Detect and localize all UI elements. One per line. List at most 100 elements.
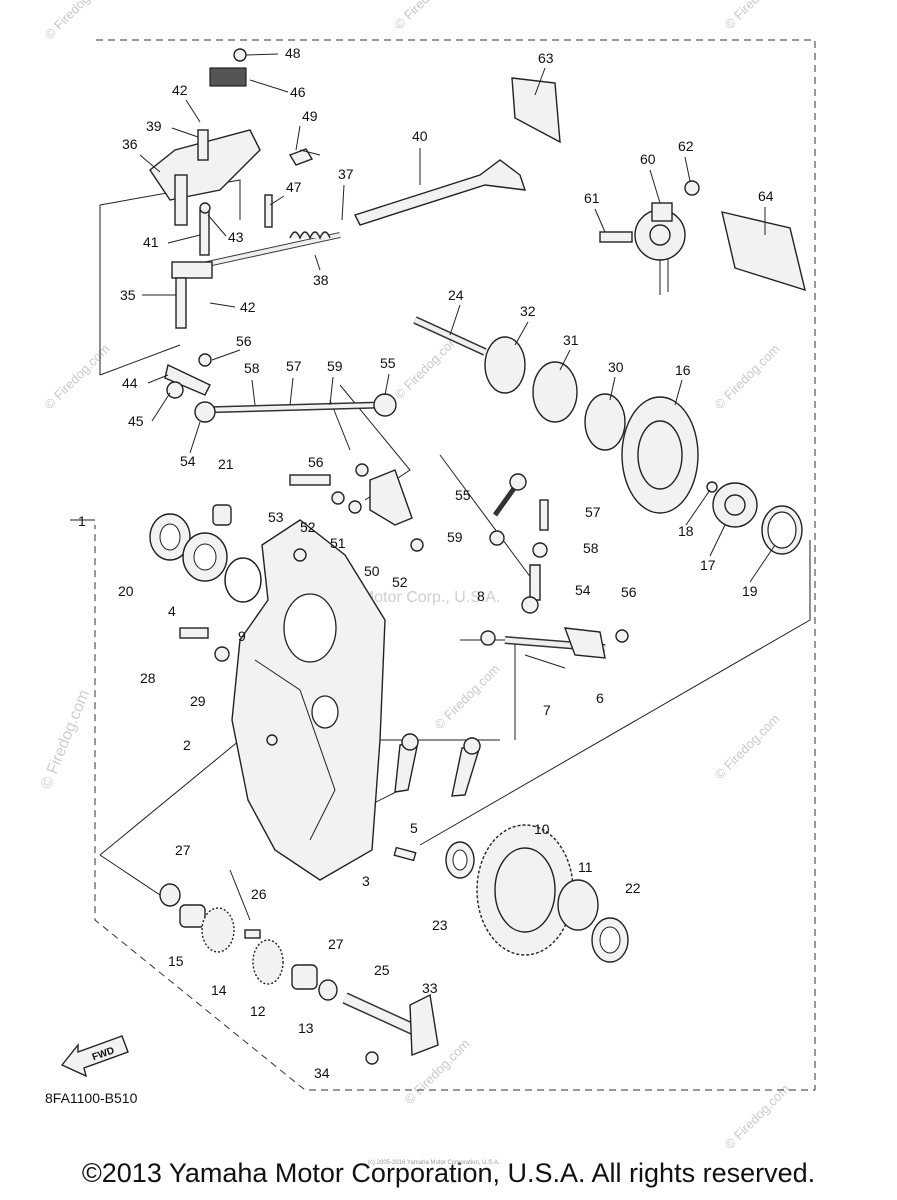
callout-2: 2 — [183, 737, 191, 753]
callout-38: 38 — [313, 272, 329, 288]
watermark: © Firedog.com — [712, 341, 783, 412]
callout-52: 52 — [300, 519, 316, 535]
callout-40: 40 — [412, 128, 428, 144]
callout-56b: 56 — [308, 454, 324, 470]
copyright-notice: ©2013 Yamaha Motor Corporation, U.S.A. A… — [81, 1158, 816, 1188]
spring-38 — [289, 231, 331, 240]
shaft-40 — [354, 159, 527, 226]
callout-48: 48 — [285, 45, 301, 61]
callout-37: 37 — [338, 166, 354, 182]
callout-56c: 56 — [621, 584, 637, 600]
callout-27: 27 — [175, 842, 191, 858]
callout-13: 13 — [298, 1020, 314, 1036]
callout-21: 21 — [218, 456, 234, 472]
rod-end-55 — [373, 393, 397, 417]
washer-43 — [199, 202, 211, 214]
callout-23: 23 — [432, 917, 448, 933]
link-5 — [393, 733, 481, 862]
callout-44: 44 — [122, 375, 138, 391]
watermark: © Firedog.com — [722, 1081, 793, 1152]
bolt-49 — [288, 148, 314, 166]
callout-labels: 1 2 3 4 5 6 7 8 9 10 11 12 13 14 15 16 1… — [78, 45, 774, 1081]
callout-16: 16 — [675, 362, 691, 378]
callout-32: 32 — [520, 303, 536, 319]
screw-47 — [264, 194, 273, 228]
watermark: © Firedog.com — [42, 341, 113, 412]
rod-end-54 — [194, 401, 216, 423]
fwd-arrow-icon: FWD — [60, 1035, 129, 1078]
callout-22: 22 — [625, 880, 641, 896]
callout-54b: 54 — [575, 582, 591, 598]
callout-18: 18 — [678, 523, 694, 539]
bearings-left — [149, 504, 262, 662]
callout-58: 58 — [244, 360, 260, 376]
callout-54: 54 — [180, 453, 196, 469]
callout-43: 43 — [228, 229, 244, 245]
shift-linkage-right — [289, 463, 549, 614]
callout-64: 64 — [758, 188, 774, 204]
pin-39 — [197, 129, 209, 161]
callout-33: 33 — [422, 980, 438, 996]
callout-9: 9 — [238, 628, 246, 644]
callout-20: 20 — [118, 583, 134, 599]
watermark: © Firedog.com — [392, 0, 463, 32]
callout-55b: 55 — [455, 487, 471, 503]
callout-26: 26 — [251, 886, 267, 902]
callout-31: 31 — [563, 332, 579, 348]
callout-47: 47 — [286, 179, 302, 195]
callout-45: 45 — [128, 413, 144, 429]
callout-30: 30 — [608, 359, 624, 375]
watermark: © Firedog.com — [38, 688, 93, 792]
callout-25: 25 — [374, 962, 390, 978]
callout-7: 7 — [543, 702, 551, 718]
callout-19: 19 — [742, 583, 758, 599]
chain-case-2 — [231, 519, 386, 881]
callout-59b: 59 — [447, 529, 463, 545]
callout-5: 5 — [410, 820, 418, 836]
callout-29: 29 — [190, 693, 206, 709]
callout-24: 24 — [448, 287, 464, 303]
nut-45 — [166, 381, 184, 399]
rod-41 — [199, 209, 210, 256]
callout-10: 10 — [534, 821, 550, 837]
callout-39: 39 — [146, 118, 162, 134]
callout-61: 61 — [584, 190, 600, 206]
lever-35 — [171, 261, 213, 279]
callout-46: 46 — [290, 84, 306, 100]
nut-56 — [198, 353, 212, 367]
callout-60: 60 — [640, 151, 656, 167]
callout-27b: 27 — [328, 936, 344, 952]
watermark: © Firedog.com — [712, 711, 783, 782]
callout-41: 41 — [143, 234, 159, 250]
arm-44 — [164, 363, 211, 396]
watermark: © Firedog.com — [432, 661, 503, 732]
callout-63: 63 — [538, 50, 554, 66]
callout-62: 62 — [678, 138, 694, 154]
clip-48 — [209, 67, 247, 87]
callout-leaders — [139, 53, 776, 583]
callout-28: 28 — [140, 670, 156, 686]
callout-52b: 52 — [392, 574, 408, 590]
watermark: © Firedog.com — [42, 0, 113, 42]
callout-15: 15 — [168, 953, 184, 969]
callout-59: 59 — [327, 358, 343, 374]
callout-34: 34 — [314, 1065, 330, 1081]
callout-11: 11 — [578, 859, 593, 875]
callout-53: 53 — [268, 509, 284, 525]
fine-print: (c) 2005-2016 Yamaha Motor Corporation, … — [368, 1160, 500, 1166]
lever-shaft-35 — [175, 277, 187, 329]
callout-57b: 57 — [585, 504, 601, 520]
watermark: © Firedog.com — [392, 331, 463, 402]
nut-48 — [233, 48, 247, 62]
sensor-60 — [599, 180, 700, 295]
callout-8: 8 — [477, 588, 485, 604]
callout-51: 51 — [330, 535, 346, 551]
callout-6: 6 — [596, 690, 604, 706]
callout-58b: 58 — [583, 540, 599, 556]
callout-50: 50 — [364, 563, 380, 579]
callout-57: 57 — [286, 358, 302, 374]
callout-1: 1 — [78, 513, 86, 529]
callout-42b: 42 — [240, 299, 256, 315]
callout-55: 55 — [380, 355, 396, 371]
watermark: © Firedog.com — [722, 0, 793, 32]
